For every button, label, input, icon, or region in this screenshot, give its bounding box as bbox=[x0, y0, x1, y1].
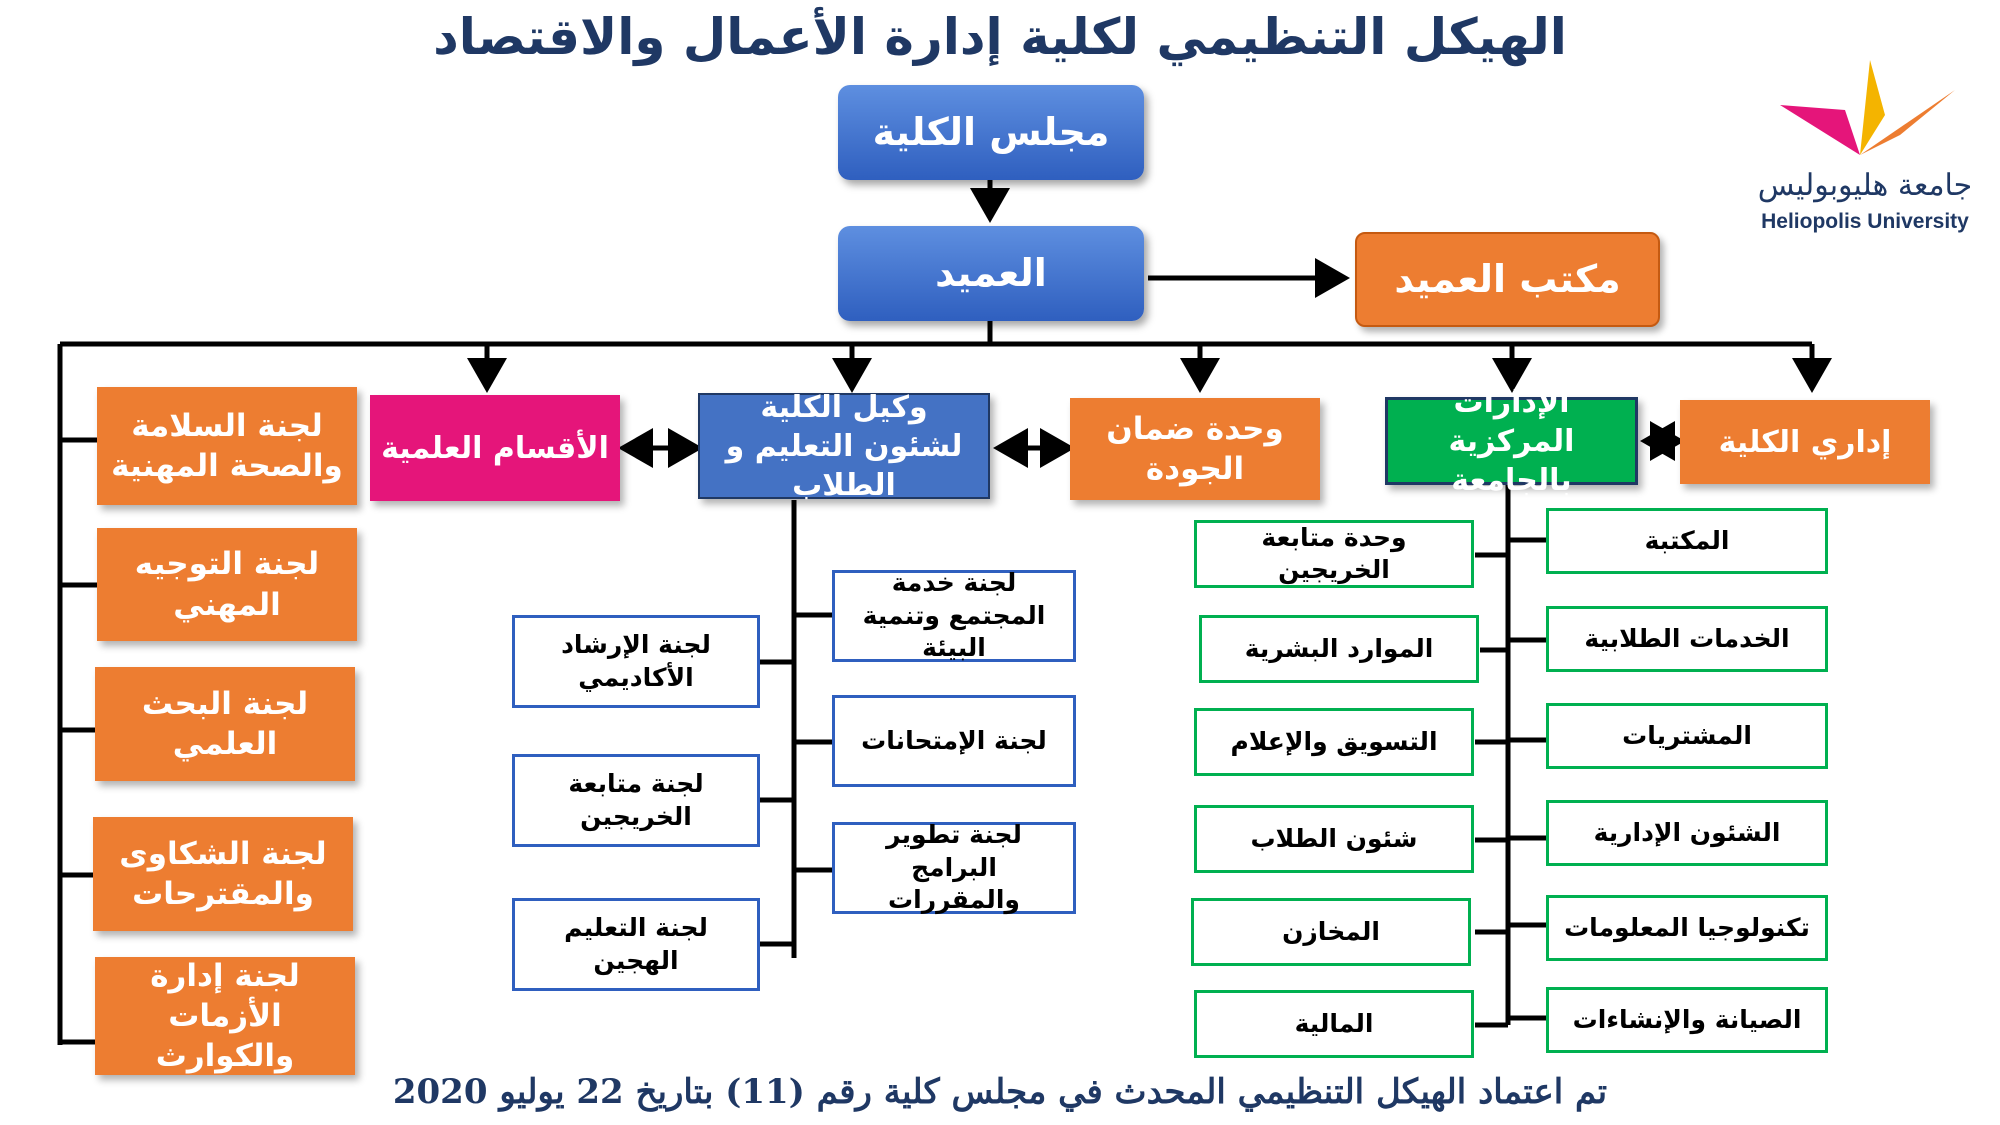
unit-library: المكتبة bbox=[1546, 508, 1828, 574]
dean-box: العميد bbox=[838, 226, 1144, 321]
departments-box: الأقسام العلمية bbox=[370, 395, 620, 501]
central-admin-box: الإدارات المركزية بالجامعة bbox=[1385, 385, 1638, 498]
faculty-council-box: مجلس الكلية bbox=[838, 85, 1144, 180]
committee-crisis: لجنة إدارة الأزمات والكوارث bbox=[95, 957, 355, 1075]
unit-stores: المخازن bbox=[1191, 898, 1471, 966]
page-title: الهيكل التنظيمي لكلية إدارة الأعمال والا… bbox=[433, 8, 1567, 66]
unit-marketing: التسويق والإعلام bbox=[1194, 708, 1474, 776]
committee-safety: لجنة السلامة والصحة المهنية bbox=[97, 387, 357, 505]
dean-office-box: مكتب العميد bbox=[1355, 232, 1660, 327]
committee-complaints: لجنة الشكاوى والمقترحات bbox=[93, 817, 353, 931]
logo-arabic-name: جامعة هليوبوليس bbox=[1757, 168, 1973, 203]
logo-english-name: Heliopolis University bbox=[1761, 210, 1969, 233]
approval-footer: تم اعتماد الهيكل التنظيمي المحدث في مجلس… bbox=[392, 1072, 1608, 1112]
faculty-admin-box: إداري الكلية bbox=[1680, 400, 1930, 484]
university-logo-icon bbox=[1780, 60, 1955, 155]
committee-exams: لجنة الإمتحانات bbox=[832, 695, 1076, 787]
unit-hr: الموارد البشرية bbox=[1199, 615, 1479, 683]
committee-community: لجنة خدمة المجتمع وتنمية البيئة bbox=[832, 568, 1076, 662]
unit-finance: المالية bbox=[1194, 990, 1474, 1058]
quality-unit-box: وحدة ضمان الجودة bbox=[1070, 398, 1320, 500]
unit-student-services: الخدمات الطلابية bbox=[1546, 606, 1828, 672]
unit-admin-affairs: الشئون الإدارية bbox=[1546, 800, 1828, 866]
vice-dean-box: وكيل الكلية لشئون التعليم و الطلاب bbox=[698, 390, 990, 503]
unit-student-affairs: شئون الطلاب bbox=[1194, 805, 1474, 873]
committee-hybrid: لجنة التعليم الهجين bbox=[512, 898, 760, 991]
unit-maintenance: الصيانة والإنشاءات bbox=[1546, 987, 1828, 1053]
committee-programs: لجنة تطوير البرامج والمقررات bbox=[832, 820, 1076, 914]
committee-career: لجنة التوجيه المهني bbox=[97, 528, 357, 641]
unit-purchasing: المشتريات bbox=[1546, 703, 1828, 769]
unit-graduate-followup: وحدة متابعة الخريجين bbox=[1194, 520, 1474, 588]
unit-it: تكنولوجيا المعلومات bbox=[1546, 895, 1828, 961]
committee-research: لجنة البحث العلمي bbox=[95, 667, 355, 781]
committee-graduates: لجنة متابعة الخريجين bbox=[512, 754, 760, 847]
committee-advising: لجنة الإرشاد الأكاديمي bbox=[512, 615, 760, 708]
